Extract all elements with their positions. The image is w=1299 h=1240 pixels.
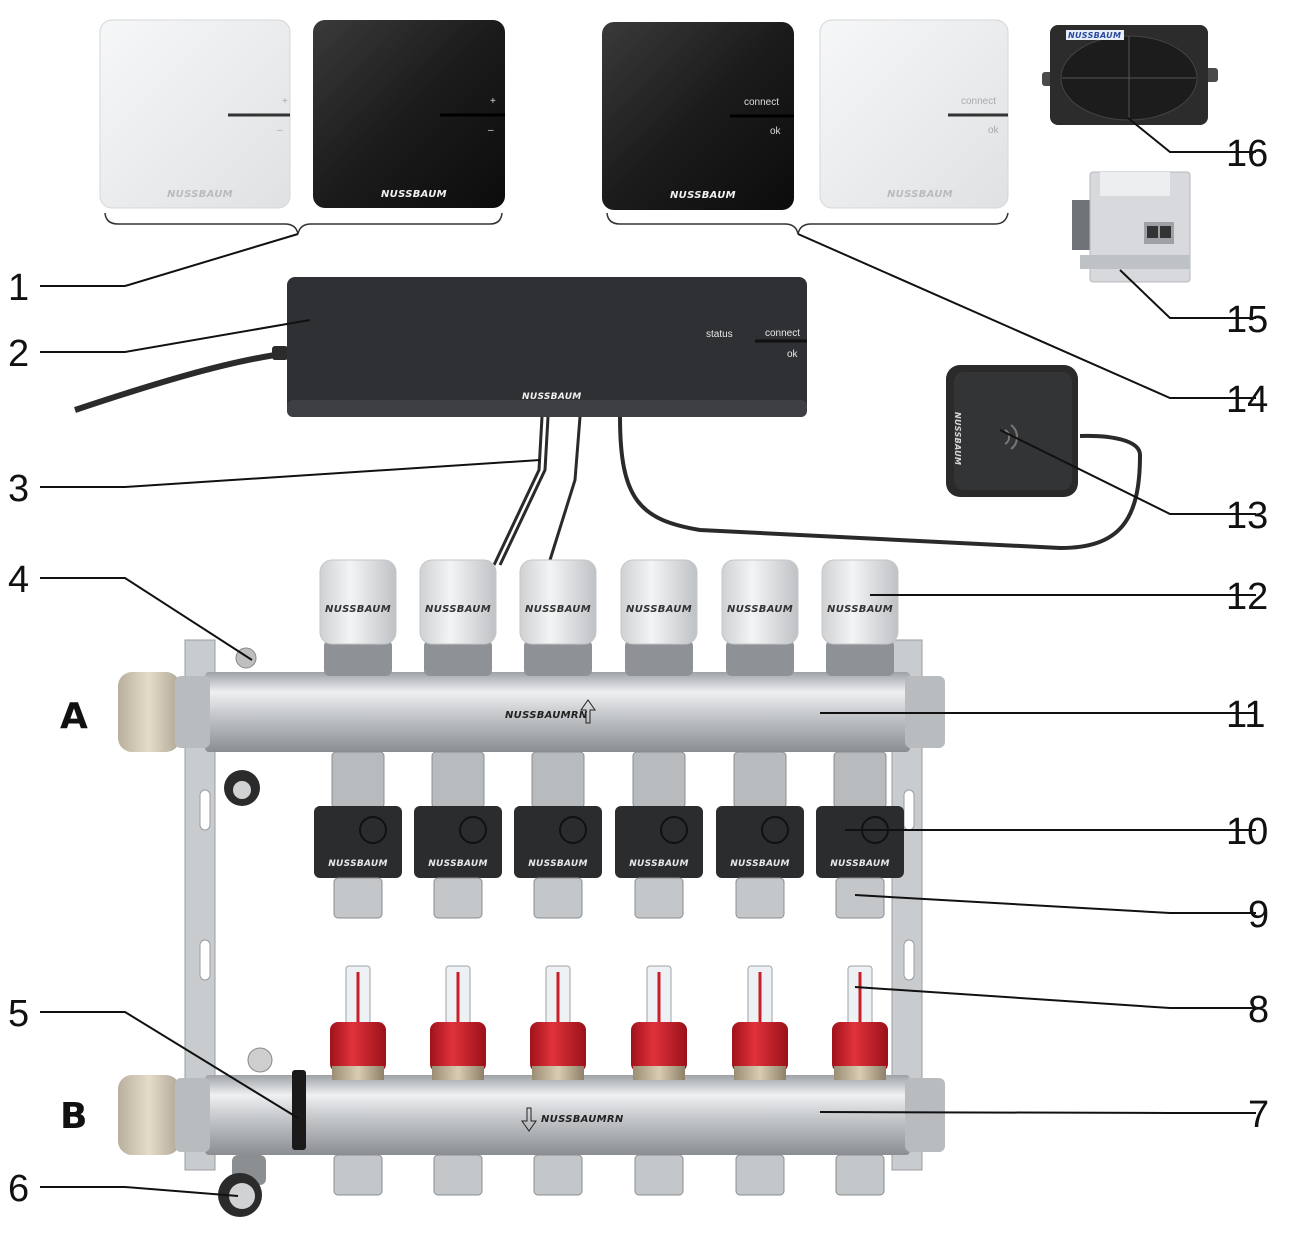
connect-label: connect [744,97,779,108]
supply-manifold-bar: NUSSBAUMRN [118,647,945,752]
return-manifold-bar: NUSSBAUMRN [118,1047,945,1155]
callout-15: 15 [1226,299,1268,341]
actuator-5: NUSSBAUM [721,559,799,676]
shutoff-valve-4: NUSSBAUM [615,751,703,919]
brand-logo: NUSSBAUM [626,604,692,615]
brand-logo: NUSSBAUM [328,859,388,869]
flow-meter-4 [631,965,687,1080]
callout-5: 5 [8,993,29,1035]
brand-logo: NUSSBAUMRN [505,710,588,721]
ok-label: ok [988,125,1000,136]
actuator-4: NUSSBAUM [620,559,698,676]
callout-2: 2 [8,333,29,375]
ok-label: ok [787,349,799,360]
brand-logo: NUSSBAUM [887,189,953,200]
shutoff-valve-2: NUSSBAUM [414,751,502,919]
minus-label: – [488,125,494,136]
actuator-1: NUSSBAUM [319,559,397,676]
callout-11: 11 [1226,694,1265,736]
manifold-brackets [184,639,923,1171]
status-label: status [706,329,733,340]
brand-logo: NUSSBAUM [525,604,591,615]
base-controller-2: status connect ok NUSSBAUM [74,277,807,417]
shutoff-valve-6: NUSSBAUM [816,751,904,919]
callout-14: 14 [1226,379,1268,421]
brand-logo: NUSSBAUM [670,190,736,201]
room-thermostat-light-plusminus: + – NUSSBAUM [99,19,291,209]
return-outlet-5 [735,1154,785,1196]
callout-8: 8 [1248,989,1269,1031]
callout-16: 16 [1226,133,1268,175]
callout-12: 12 [1226,576,1268,618]
brand-logo: NUSSBAUM [830,859,890,869]
actuator-3: NUSSBAUM [519,559,597,676]
flow-valves: NUSSBAUM NUSSBAUM NUSSBAUM NUSSBAUM NUSSBAUM… [314,751,904,919]
brand-logo: NUSSBAUM [425,604,491,615]
brand-logo: NUSSBAUM [727,604,793,615]
shutoff-valve-3: NUSSBAUM [514,751,602,919]
return-outlet-3 [533,1154,583,1196]
plus-label: + [282,96,288,107]
brand-logo: NUSSBAUM [730,859,790,869]
connect-label: connect [765,328,800,339]
brand-logo: NUSSBAUM [528,859,588,869]
return-outlet-1 [333,1154,383,1196]
thermal-actuators: NUSSBAUM NUSSBAUM NUSSBAUM NUSSBAUM NUSSBAUM… [319,559,899,676]
callout-4: 4 [8,559,29,601]
flow-meter-6 [832,965,888,1080]
brand-logo: NUSSBAUM [629,859,689,869]
return-outlet-2 [433,1154,483,1196]
connect-label: connect [961,96,996,107]
callout-3: 3 [8,468,29,510]
brand-logo: NUSSBAUM [953,412,962,465]
room-thermostat-light-connect: connect ok NUSSBAUM [819,19,1009,209]
shutoff-valve-5: NUSSBAUM [716,751,804,919]
label-supply-A: A [60,696,88,737]
vent-valve-4b [224,770,260,806]
brand-logo: NUSSBAUM [522,392,582,402]
bracket-group-14 [606,212,1009,235]
wireless-module-13: NUSSBAUM [946,365,1078,497]
room-thermostat-dark-connect: connect ok NUSSBAUM [602,22,794,210]
brand-logo: NUSSBAUM [428,859,488,869]
ok-label: ok [770,126,782,137]
minus-label: – [277,125,283,136]
shutoff-valve-1: NUSSBAUM [314,751,402,919]
brand-logo: NUSSBAUM [325,604,391,615]
brand-logo: NUSSBAUMRN [541,1114,624,1125]
receiver-module-16: NUSSBAUM [1042,25,1218,125]
flow-meter-2 [430,965,486,1080]
flow-indicators [330,965,888,1196]
flow-meter-5 [732,965,788,1080]
callout-numbers: 1 2 3 4 5 6 7 8 9 10 11 12 13 14 15 16 A… [8,133,1269,1210]
brand-logo: NUSSBAUM [827,604,893,615]
return-outlet-6 [835,1154,885,1196]
label-return-B: B [60,1096,87,1137]
callout-1: 1 [8,267,29,309]
brand-logo: NUSSBAUM [167,189,233,200]
leader-lines [40,117,1256,1197]
brand-logo: NUSSBAUM [381,189,447,200]
actuator-2: NUSSBAUM [419,559,497,676]
callout-10: 10 [1226,811,1268,853]
flow-meter-1 [330,965,386,1080]
callout-13: 13 [1226,495,1268,537]
actuator-6: NUSSBAUM [821,559,899,676]
drain-valve-6 [218,1155,266,1217]
callout-6: 6 [8,1168,29,1210]
plus-label: + [490,96,496,107]
callout-7: 7 [1248,1094,1269,1136]
controller-cables [492,416,1143,566]
brand-sticker: NUSSBAUM [1068,31,1121,40]
bracket-group-1 [104,212,503,235]
flow-meter-3 [530,965,586,1080]
din-rail-module-15 [1072,171,1191,283]
return-outlet-4 [634,1154,684,1196]
room-thermostat-dark-plusminus: + – NUSSBAUM [313,20,505,208]
callout-9: 9 [1248,894,1269,936]
